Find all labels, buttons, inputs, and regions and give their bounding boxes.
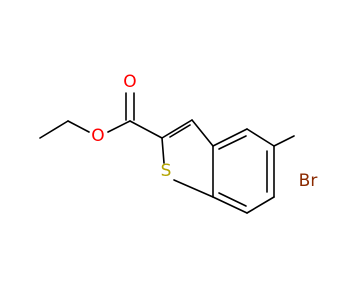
- bond-o-ester-carbonyl-c: [107, 120, 131, 133]
- bond-c4-c5: [246, 128, 275, 147]
- bond-ch2-o-ester: [67, 120, 90, 133]
- bond-c2-c3-inner: [169, 124, 191, 138]
- atom-labels: O O S Br: [91, 72, 317, 191]
- bond-c2-s: [161, 137, 165, 164]
- bond-c5-br: [273, 135, 295, 147]
- bond-s-c7a: [173, 179, 214, 198]
- bonds: [39, 92, 295, 214]
- atom-oxygen-carbonyl: O: [123, 72, 136, 92]
- bond-carbonyl-c2: [129, 120, 163, 139]
- bond-ch3-ch2: [39, 120, 69, 139]
- bond-c3a-c4-inner: [218, 135, 247, 150]
- bond-c3a-c4: [212, 128, 248, 147]
- atom-sulfur: S: [161, 161, 172, 181]
- atom-bromine: Br: [299, 171, 318, 191]
- bond-c6-c7: [246, 196, 275, 214]
- bond-c7-c7a: [212, 196, 248, 214]
- bond-c3-c3a: [191, 119, 214, 147]
- bond-c7-c7a-inner: [218, 192, 247, 207]
- bond-c2-c3: [161, 119, 193, 139]
- atom-oxygen-ester: O: [91, 126, 104, 146]
